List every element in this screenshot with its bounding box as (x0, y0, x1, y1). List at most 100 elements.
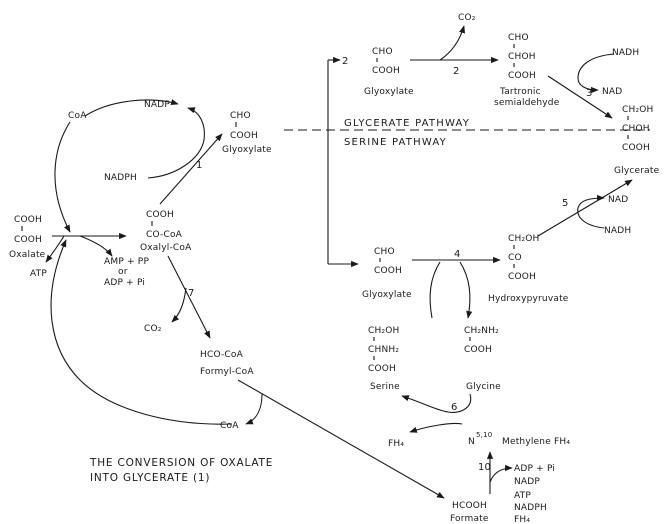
glyoxylate-lower-compound: CHO COOH Glyoxylate (362, 247, 412, 300)
glycine-line2: COOH (464, 345, 492, 355)
glycerate-pathway-label: GLYCERATE PATHWAY (344, 118, 470, 129)
arrow-coa-to-oxalate (54, 121, 71, 233)
oxalate-line1: COOH (14, 215, 42, 225)
glyoxylate-top-line2: COOH (230, 131, 258, 141)
arrow-nadph-to-nadp (147, 107, 205, 179)
formylcoa-name: Formyl-CoA (200, 367, 254, 377)
nad-right-label: NAD (608, 195, 628, 205)
formate-nadp-label: NADP (514, 477, 540, 487)
arrow-hydroxypyruvate-to-glycerate (537, 179, 633, 237)
tartronic-name2: semialdehyde (494, 98, 560, 108)
step-2-label: 2 (453, 66, 460, 77)
step-5-label: 5 (562, 198, 569, 209)
arrow-glycine-to-serine (401, 393, 472, 413)
step-1-label: 1 (196, 160, 203, 171)
step-3-label: 3 (586, 88, 593, 99)
hydroxypyruvate-compound: CH₂OH CO COOH Hydroxypyruvate (488, 234, 569, 304)
hydroxypyruvate-line3: COOH (508, 272, 536, 282)
arrow-nadh-to-nad-upper (577, 53, 615, 94)
atp-left-label: ATP (30, 269, 47, 279)
coa-bottom-label: CoA (220, 421, 239, 431)
serine-pathway-label: SERINE PATHWAY (344, 137, 447, 148)
serine-line2: CHNH₂ (368, 345, 399, 355)
arrow-oxalylcoa-to-formylcoa (167, 255, 211, 339)
tartronic-semialdehyde-compound: CHO CHOH COOH Tartronic semialdehyde (494, 33, 560, 108)
glycerate-compound: CH₂OH CHOH COOH Glycerate (614, 105, 660, 176)
arrow-nadh-to-nad-right (577, 194, 605, 229)
formate-compound: HCOOH Formate (450, 501, 489, 524)
arrow-tartronic-to-glycerate (547, 75, 613, 119)
glycine-compound: CH₂NH₂ COOH Glycine (464, 326, 501, 392)
adp-pi-label: ADP + Pi (104, 278, 145, 288)
formate-nadph-label: NADPH (514, 503, 547, 513)
arrow-coa-release (245, 393, 263, 425)
glycine-name: Glycine (466, 382, 501, 392)
arrow-oxalylcoa-to-glyoxylate (159, 133, 223, 205)
methylene-fh4-compound: N 5,10 Methylene FH₄ (468, 431, 570, 447)
nadh-right-label: NADH (604, 226, 631, 236)
oxalate-name: Oxalate (9, 250, 46, 260)
glycerate-line3: COOH (622, 143, 650, 153)
formate-adp-pi-label: ADP + Pi (514, 464, 555, 474)
tartronic-name1: Tartronic (499, 87, 541, 97)
arrow-co2-top (439, 25, 466, 61)
coa-left-label: CoA (68, 111, 87, 121)
oxalylcoa-line1: COOH (146, 210, 174, 220)
serine-name: Serine (370, 382, 400, 392)
formate-formula: HCOOH (452, 501, 487, 511)
glyoxylate-lower-name: Glyoxylate (362, 290, 412, 300)
hydroxypyruvate-line1: CH₂OH (508, 234, 540, 244)
formylcoa-formula: HCO-CoA (200, 350, 244, 360)
oxalyl-coa-compound: COOH CO-CoA Oxalyl-CoA (140, 210, 192, 253)
fh4-label: FH₄ (388, 439, 404, 449)
step-6-label: 6 (451, 402, 458, 413)
nadph-left-label: NADPH (104, 173, 137, 183)
step-4-label: 4 (454, 249, 461, 260)
loop-serine-side (429, 261, 441, 319)
oxalylcoa-line2: CO-CoA (146, 230, 183, 240)
oxalate-compound: COOH COOH Oxalate (9, 215, 46, 260)
tartronic-line1: CHO (508, 33, 529, 43)
step-10-label: 10 (478, 462, 491, 473)
glyoxylate-lower-line1: CHO (374, 247, 395, 257)
serine-line3: COOH (368, 364, 396, 374)
arrow-co2-left (171, 287, 187, 323)
oxalylcoa-name: Oxalyl-CoA (140, 243, 192, 253)
formate-atp-label: ATP (514, 491, 531, 501)
nad-upper-label: NAD (602, 87, 622, 97)
amp-pp-label: AMP + PP (104, 257, 149, 267)
tartronic-line2: CHOH (508, 52, 536, 62)
formate-fh4-label: FH₄ (514, 515, 530, 524)
arrow-atp (45, 235, 65, 263)
nadh-upper-label: NADH (612, 48, 639, 58)
arrow-amp-pp (79, 235, 113, 257)
glyoxylate-upper-line1: CHO (372, 47, 393, 57)
caption-line1: THE CONVERSION OF OXALATE (89, 457, 273, 469)
arrow-adp-out (489, 464, 513, 483)
glycerate-line2: CHOH (622, 124, 650, 134)
formate-name: Formate (450, 514, 489, 524)
glyoxylate-top-name: Glyoxylate (222, 145, 272, 155)
serine-line1: CH₂OH (368, 326, 400, 336)
formyl-coa-compound: HCO-CoA Formyl-CoA (200, 350, 254, 377)
serine-compound: CH₂OH CHNH₂ COOH Serine (368, 326, 400, 392)
arrow-formylcoa-to-formate (237, 379, 445, 499)
co2-top-label: CO₂ (458, 13, 476, 23)
arrow-coa-to-step1 (84, 99, 179, 117)
glyoxylate-upper-compound: CHO COOH Glyoxylate (364, 47, 414, 97)
glycerate-name: Glycerate (614, 166, 660, 176)
loop-glycine-side (459, 261, 473, 319)
glyoxylate-lower-line2: COOH (374, 266, 402, 276)
nadp-top-label: NADP (144, 100, 170, 110)
step-7-label: 7 (188, 288, 195, 299)
step-2-branch-label: 2 (342, 56, 349, 67)
co2-left-label: CO₂ (144, 324, 162, 334)
hydroxypyruvate-line2: CO (508, 253, 522, 263)
hydroxypyruvate-name: Hydroxypyruvate (488, 294, 569, 304)
methylene-superscript: 5,10 (476, 431, 492, 439)
arrow-coa-recycle-loop (50, 239, 233, 425)
methylene-n: N (468, 437, 475, 447)
glycerate-line1: CH₂OH (622, 105, 654, 115)
glyoxylate-top-compound: CHO COOH Glyoxylate (222, 111, 272, 155)
